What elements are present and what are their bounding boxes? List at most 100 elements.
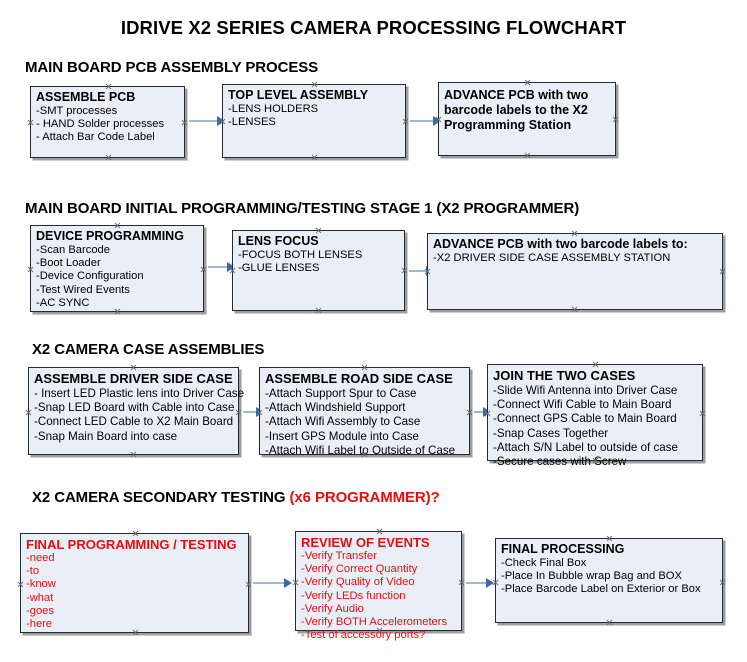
connector-1-1	[189, 116, 225, 126]
connection-handle-right[interactable]	[200, 266, 207, 273]
box-assemble-driver-side-case[interactable]: ASSEMBLE DRIVER SIDE CASE - Insert LED P…	[25, 364, 245, 458]
connection-handle-right[interactable]	[612, 116, 619, 123]
box-line: - Attach Bar Code Label	[36, 131, 155, 144]
box-line: -Connect Wifi Cable to Main Board	[493, 398, 672, 412]
box-title: ADVANCE PCB with two barcode labels to:	[433, 237, 688, 251]
box-line: -SMT processes	[36, 105, 118, 117]
connection-handle-top[interactable]	[592, 361, 599, 368]
box-line: -Slide Wifi Antenna into Driver Case	[493, 384, 678, 397]
box-line: -X2 DRIVER SIDE CASE ASSEMBLY STATION	[433, 252, 671, 264]
box-review-of-events[interactable]: REVIEW OF EVENTS -Verify Transfer -Verif…	[292, 528, 465, 641]
arrow-head-icon	[284, 578, 292, 588]
box-line: -Connect LED Cable to X2 Main Board	[34, 415, 234, 429]
box-line: -Attach Wifi Assembly to Case	[265, 415, 421, 429]
connection-handle-bottom[interactable]	[130, 451, 137, 458]
connection-handle-right[interactable]	[466, 409, 473, 416]
connection-handle-right[interactable]	[245, 581, 252, 588]
section-heading-4-text: X2 CAMERA SECONDARY TESTING	[32, 489, 290, 506]
box-line: -AC SYNC	[36, 296, 90, 309]
connection-handle-left[interactable]	[17, 581, 24, 588]
box-advance-pcb-driver-side[interactable]: ADVANCE PCB with two barcode labels to: …	[427, 233, 723, 310]
box-join-the-two-cases[interactable]: JOIN THE TWO CASES -Slide Wifi Antenna i…	[487, 361, 706, 468]
box-line: -GLUE LENSES	[238, 262, 320, 275]
arrow-head-icon	[486, 578, 494, 588]
connection-handle-right[interactable]	[699, 410, 706, 417]
box-assemble-pcb[interactable]: ASSEMBLE PCB -SMT processes - HAND Solde…	[30, 86, 185, 158]
box-line: -goes	[26, 604, 54, 617]
connector-3-1	[243, 407, 264, 417]
connection-handle-right[interactable]	[401, 267, 408, 274]
box-device-programming[interactable]: DEVICE PROGRAMMING -Scan Barcode -Boot L…	[30, 225, 204, 312]
arrow-head-icon	[217, 116, 225, 126]
connection-handle-top[interactable]	[130, 364, 137, 371]
box-title: FINAL PROGRAMMING / TESTING	[26, 537, 237, 552]
connection-handle-bottom[interactable]	[315, 307, 322, 314]
arrow-head-icon	[433, 116, 441, 126]
box-line: -Connect GPS Cable to Main Board	[493, 412, 677, 426]
connector-4-1	[253, 578, 292, 588]
box-line-overflow: -Test of accessory ports?	[301, 629, 426, 642]
connector-2-1	[208, 262, 235, 272]
connection-handle-left[interactable]	[292, 579, 299, 586]
box-title: LENS FOCUS	[238, 234, 319, 248]
section-heading-4-accent: (x6 PROGRAMMER)?	[289, 489, 440, 506]
connection-handle-top[interactable]	[315, 227, 322, 234]
connection-handle-left[interactable]	[27, 119, 34, 126]
box-title: ASSEMBLE PCB	[36, 90, 136, 104]
box-title: TOP LEVEL ASSEMBLY	[228, 88, 369, 102]
box-line: -Verify Audio	[301, 602, 364, 615]
box-line: - Insert LED Plastic lens into Driver Ca…	[34, 387, 245, 400]
connection-handle-right[interactable]	[719, 268, 726, 275]
box-line: -LENS HOLDERS	[228, 103, 319, 115]
connection-handle-top[interactable]	[606, 535, 613, 542]
connection-handle-bottom[interactable]	[571, 306, 578, 313]
connection-handle-top[interactable]	[311, 81, 318, 88]
box-final-programming-testing[interactable]: FINAL PROGRAMMING / TESTING -need -to -k…	[20, 533, 249, 633]
section-heading-3: X2 CAMERA CASE ASSEMBLIES	[32, 341, 265, 358]
box-assemble-road-side-case[interactable]: ASSEMBLE ROAD SIDE CASE -Attach Support …	[259, 364, 473, 457]
box-line: -Place In Bubble wrap Bag and BOX	[501, 570, 682, 583]
connection-handle-top[interactable]	[524, 79, 531, 86]
section-heading-2: MAIN BOARD INITIAL PROGRAMMING/TESTING S…	[25, 200, 580, 217]
arrow-head-icon	[227, 262, 235, 272]
connection-handle-left[interactable]	[25, 409, 32, 416]
connection-handle-right[interactable]	[458, 579, 465, 586]
connection-handle-right[interactable]	[719, 579, 726, 586]
connection-handle-top[interactable]	[114, 222, 121, 229]
box-title: ASSEMBLE DRIVER SIDE CASE	[34, 371, 233, 386]
box-line: -Scan Barcode	[36, 244, 111, 256]
box-line: -Insert GPS Module into Case	[265, 429, 420, 443]
section-heading-4: X2 CAMERA SECONDARY TESTING (x6 PROGRAMM…	[32, 489, 440, 506]
connection-handle-top[interactable]	[571, 230, 578, 237]
box-line: -Check Final Box	[501, 557, 587, 569]
connection-handle-top[interactable]	[105, 83, 112, 90]
box-title: ADVANCE PCB with two barcode labels to t…	[444, 88, 589, 132]
box-title: FINAL PROCESSING	[501, 542, 625, 556]
box-line: -FOCUS BOTH LENSES	[238, 249, 363, 261]
connection-handle-bottom[interactable]	[524, 152, 531, 159]
connection-handle-bottom[interactable]	[606, 619, 613, 626]
box-top-level-assembly[interactable]: TOP LEVEL ASSEMBLY -LENS HOLDERS -LENSES	[222, 84, 406, 158]
box-line: -Attach Wifi Label to Outside of Case	[265, 443, 456, 457]
connection-handle-bottom[interactable]	[311, 154, 318, 161]
connection-handle-left[interactable]	[27, 266, 34, 273]
box-line: -Device Configuration	[36, 270, 144, 283]
box-line: -Place Barcode Label on Exterior or Box	[501, 583, 701, 596]
box-lens-focus[interactable]: LENS FOCUS -FOCUS BOTH LENSES -GLUE LENS…	[232, 230, 405, 311]
box-line: -Attach Windshield Support	[265, 401, 406, 415]
connection-handle-top[interactable]	[376, 528, 383, 535]
box-title: JOIN THE TWO CASES	[493, 368, 636, 383]
box-line: -Snap LED Board with Cable into Case	[34, 401, 235, 415]
connection-handle-bottom[interactable]	[105, 154, 112, 161]
box-line: -here	[26, 618, 53, 631]
box-line: -know	[26, 578, 56, 591]
connection-handle-right[interactable]	[402, 118, 409, 125]
box-advance-pcb-programming-station[interactable]: ADVANCE PCB with two barcode labels to t…	[438, 82, 616, 156]
connection-handle-top[interactable]	[132, 530, 139, 537]
box-final-processing[interactable]: FINAL PROCESSING -Check Final Box -Place…	[495, 538, 723, 623]
connection-handle-right[interactable]	[235, 409, 242, 416]
connection-handle-right[interactable]	[181, 119, 188, 126]
box-title: REVIEW OF EVENTS	[301, 535, 430, 550]
connection-handle-top[interactable]	[361, 364, 368, 371]
